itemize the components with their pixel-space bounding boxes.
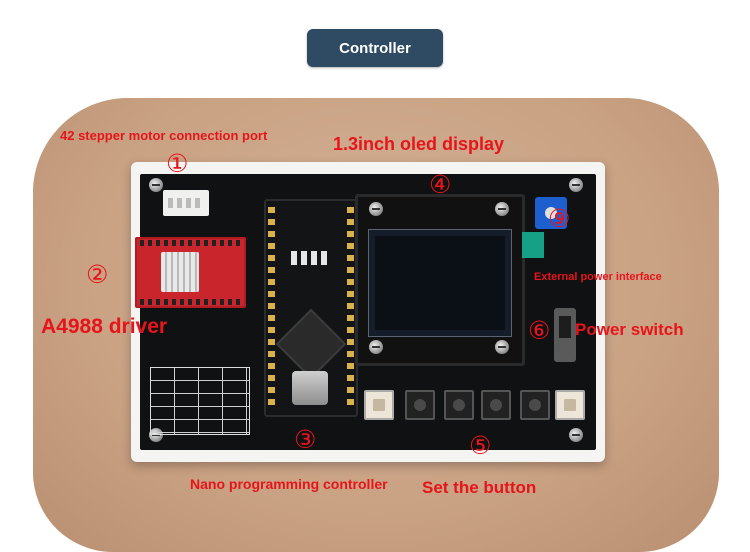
power-switch-label: Power switch — [575, 320, 684, 339]
screw — [569, 178, 583, 192]
potentiometer — [535, 197, 567, 229]
a4988-driver-module — [135, 237, 246, 308]
marker-3: ③ — [294, 425, 317, 454]
step-button — [444, 390, 474, 420]
screw — [149, 178, 163, 192]
usb-c-port — [292, 371, 328, 405]
power-switch — [554, 308, 576, 362]
marker-4: ④ — [429, 170, 452, 199]
microcontroller-chip — [275, 308, 347, 380]
buttons-label: Set the button — [422, 478, 537, 497]
title-badge: Controller — [307, 29, 443, 67]
marker-6: ⑥ — [528, 316, 551, 345]
power-terminal — [522, 232, 544, 258]
nano-label: Nano programming controller — [190, 476, 388, 492]
stepper-port-label: 42 stepper motor connection port — [60, 128, 268, 143]
oled-display — [355, 194, 525, 366]
microstep-table — [150, 367, 250, 435]
oled-screen — [368, 229, 512, 337]
marker-1: ① — [166, 149, 189, 178]
driver-label: A4988 driver — [41, 315, 168, 338]
page-title: Controller — [339, 39, 411, 57]
nano-controller-board — [264, 199, 358, 417]
external-power-label: External power interface — [534, 271, 662, 283]
pulse-button — [405, 390, 435, 420]
oled-label: 1.3inch oled display — [333, 134, 505, 154]
extra-button — [555, 390, 585, 420]
marker-5: ⑤ — [469, 431, 492, 460]
minus-button — [520, 390, 550, 420]
reset-button — [364, 390, 394, 420]
plus-button — [481, 390, 511, 420]
marker-9: ⑨ — [548, 204, 571, 233]
screw — [569, 428, 583, 442]
stepper-motor-connector — [163, 190, 209, 216]
heatsink — [161, 252, 199, 292]
marker-2: ② — [86, 260, 109, 289]
controller-photo — [33, 98, 719, 552]
